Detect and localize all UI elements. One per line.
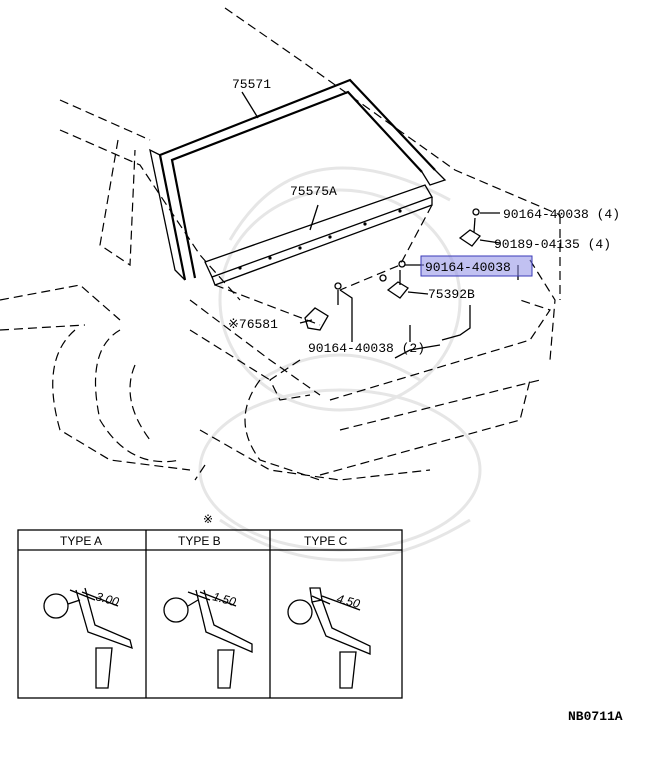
- clip-upper-right: [458, 208, 481, 247]
- table-note-mark: ※: [203, 512, 213, 526]
- type-b-dimension: 1.50: [211, 589, 237, 609]
- deck-garnish-75575a: [204, 184, 433, 326]
- type-a-header: TYPE A: [60, 534, 102, 548]
- window-molding-75571: [149, 78, 447, 281]
- part-label-90189-04135-4: 90189-04135 (4): [494, 237, 611, 252]
- type-c-dimension: 4.50: [335, 591, 361, 611]
- type-a-sketch: 3.00: [43, 587, 133, 689]
- part-label-76581: ※76581: [228, 317, 278, 332]
- leader-lines: [299, 212, 519, 359]
- clip-type-table: ※ TYPE A TYPE B TYPE C 3.00 1.50: [17, 512, 403, 699]
- part-label-90164-40038-highlighted[interactable]: 90164-40038: [425, 260, 511, 275]
- car-body-outline: [0, 7, 561, 481]
- highlight-box: [420, 255, 533, 277]
- type-b-header: TYPE B: [178, 534, 221, 548]
- type-c-header: TYPE C: [304, 534, 348, 548]
- part-label-75392b: 75392B: [428, 287, 475, 302]
- clip-76581: [304, 282, 342, 331]
- type-c-sketch: 4.50: [287, 587, 371, 689]
- part-label-75571: 75571: [232, 77, 271, 92]
- part-label-90164-40038-2: 90164-40038 (2): [308, 341, 425, 356]
- clip-75392b: [379, 260, 409, 299]
- type-b-sketch: 1.50: [163, 589, 253, 689]
- type-a-dimension: 3.00: [94, 589, 120, 609]
- watermark-logo: [198, 166, 482, 562]
- part-label-75575a: 75575A: [290, 184, 337, 199]
- diagram-code: NB0711A: [568, 709, 623, 724]
- part-label-90164-40038-4: 90164-40038 (4): [503, 207, 620, 222]
